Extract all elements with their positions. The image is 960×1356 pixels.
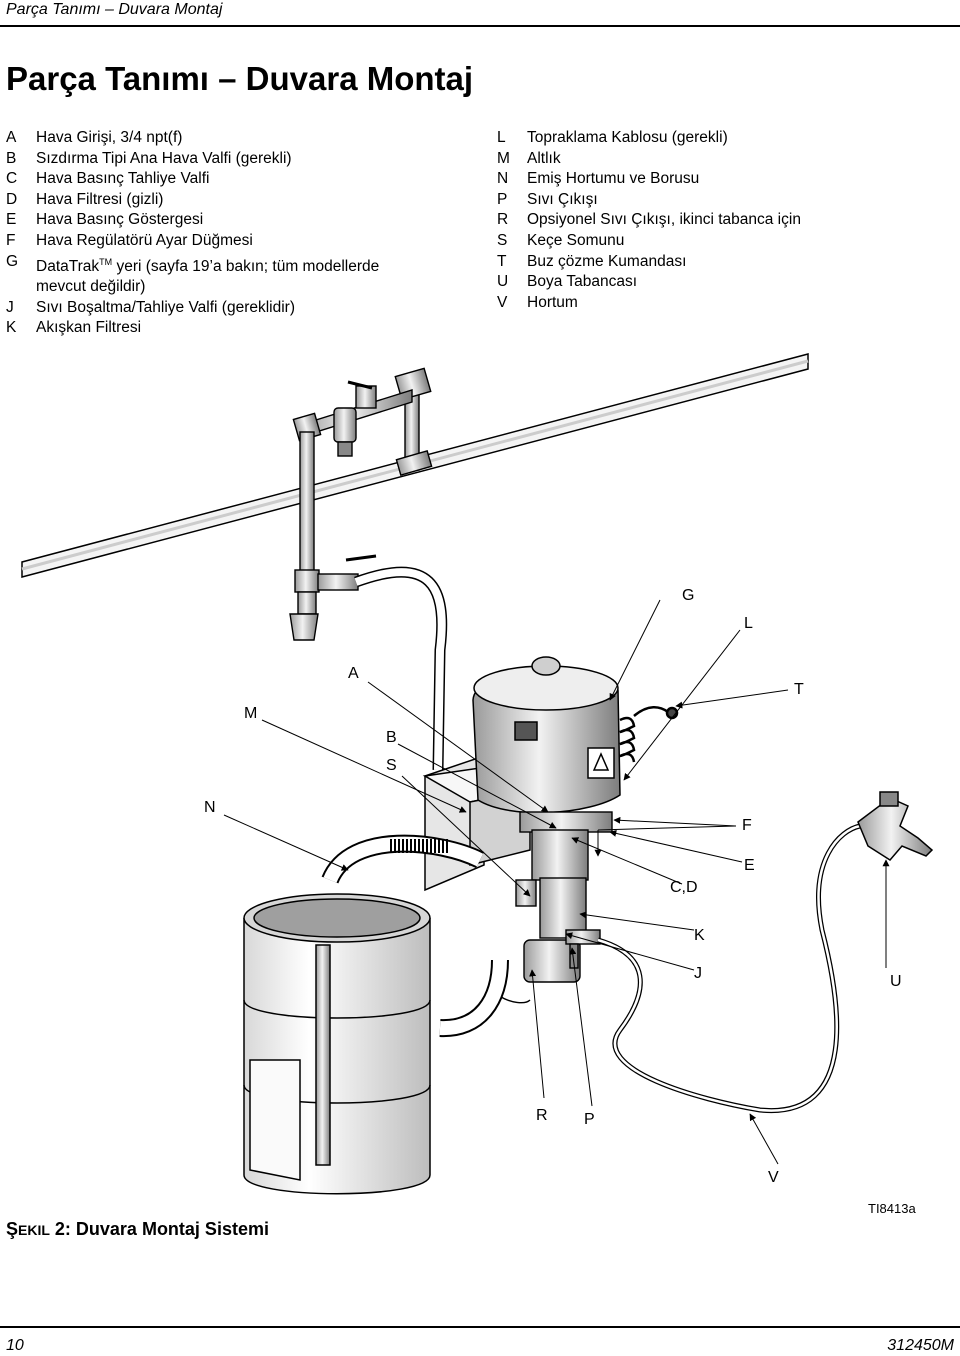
- callout-s: S: [386, 757, 397, 774]
- legend-desc: Altlık: [527, 149, 561, 167]
- doc-number: 312450M: [887, 1337, 954, 1354]
- legend-key: U: [497, 273, 509, 291]
- legend-item-e: E Hava Basınç Göstergesi: [6, 210, 476, 231]
- legend-desc: Boya Tabancası: [527, 273, 638, 291]
- legend-desc-part: DataTrak: [36, 257, 100, 275]
- footer-rule: [0, 1326, 960, 1328]
- suction-hose: [321, 834, 509, 1038]
- running-header: Parça Tanımı – Duvara Montaj: [6, 1, 223, 18]
- callout-u: U: [890, 973, 902, 990]
- legend-item-a: A Hava Girişi, 3/4 npt(f): [6, 128, 476, 149]
- callout-f: F: [742, 817, 752, 834]
- legend-key: P: [497, 190, 508, 208]
- legend-item-f: F Hava Regülatörü Ayar Düğmesi: [6, 231, 476, 252]
- legend-item-k: K Akışkan Filtresi: [6, 318, 476, 339]
- legend-key: V: [497, 293, 508, 311]
- legend-desc: Sızdırma Tipi Ana Hava Valfi (gerekli): [36, 149, 292, 167]
- legend-key: G: [6, 252, 19, 270]
- callout-b: B: [386, 729, 397, 746]
- legend-item-l: L Topraklama Kablosu (gerekli): [497, 128, 957, 149]
- callout-l: L: [744, 615, 753, 632]
- legend-item-t: T Buz çözme Kumandası: [497, 252, 957, 273]
- legend-key: M: [497, 149, 510, 167]
- legend-desc: DataTrakTM yeri (sayfa 19’a bakın; tüm m…: [36, 252, 476, 298]
- legend-key: A: [6, 129, 17, 146]
- legend-desc: Sıvı Çıkışı: [527, 190, 598, 208]
- callout-c-d: C,D: [670, 879, 698, 896]
- legend-desc-part: yeri (sayfa 19’a bakın; tüm modellerde: [112, 257, 380, 275]
- header-rule: [0, 25, 960, 27]
- callout-m: M: [244, 705, 257, 722]
- legend-key: R: [497, 211, 509, 229]
- legend-item-p: P Sıvı Çıkışı: [497, 190, 957, 211]
- legend-desc: Emiş Hortumu ve Borusu: [527, 170, 700, 188]
- legend-key: T: [497, 252, 507, 270]
- callout-t: T: [794, 681, 804, 698]
- legend-desc: Sıvı Boşaltma/Tahliye Valfi (gereklidir): [36, 298, 295, 316]
- wall-mount-system-figure: G L A T M B S N F E C,D K J U R P V: [21, 353, 934, 1195]
- legend-key: S: [497, 231, 508, 249]
- legend-desc-part: mevcut değildir): [36, 278, 146, 296]
- legend-item-r: R Opsiyonel Sıvı Çıkışı, ikinci tabanca i…: [497, 210, 957, 231]
- legend-key: E: [6, 211, 17, 229]
- legend-key: F: [6, 231, 16, 249]
- legend-item-u: U Boya Tabancası: [497, 272, 957, 293]
- legend-key: N: [497, 170, 509, 188]
- legend-item-j: J Sıvı Boşaltma/Tahliye Valfi (gereklidir…: [6, 298, 476, 319]
- legend-desc: Opsiyonel Sıvı Çıkışı, ikinci tabanca iç…: [527, 211, 801, 229]
- spray-gun: [857, 791, 934, 861]
- legend-key: K: [6, 319, 17, 337]
- callout-labels: G L A T M B S N F E C,D K J U R P V: [204, 587, 902, 1186]
- trademark-mark: TM: [99, 256, 113, 267]
- legend-desc: Hava Girişi, 3/4 npt(f): [36, 129, 183, 146]
- legend-key: B: [6, 149, 17, 167]
- legend-desc: Hava Basınç Göstergesi: [36, 211, 204, 229]
- callout-k: K: [694, 927, 705, 944]
- figure-id: TI8413a: [868, 1201, 916, 1216]
- pump-motor: [472, 656, 621, 814]
- callout-e: E: [744, 857, 755, 874]
- page-number: 10: [6, 1337, 24, 1354]
- callout-p: P: [584, 1111, 595, 1128]
- fluid-hose: [597, 823, 861, 1113]
- legend-key: L: [497, 129, 506, 146]
- legend-desc: Topraklama Kablosu (gerekli): [527, 129, 728, 146]
- figure-caption: ŞEKIL 2: Duvara Montaj Sistemi: [6, 1219, 269, 1240]
- page-title: Parça Tanımı – Duvara Montaj: [6, 60, 474, 97]
- legend-desc: Akışkan Filtresi: [36, 319, 142, 337]
- air-drop-assembly: [289, 367, 433, 641]
- caption-prefix: Ş: [6, 1219, 19, 1239]
- paint-drum: [243, 893, 431, 1195]
- callout-v: V: [768, 1169, 779, 1186]
- callout-leaders: [223, 599, 890, 1165]
- legend-item-s: S Keçe Somunu: [497, 231, 957, 252]
- legend-desc: Hava Regülatörü Ayar Düğmesi: [36, 231, 253, 249]
- legend-item-n: N Emiş Hortumu ve Borusu: [497, 169, 957, 190]
- legend-item-m: M Altlık: [497, 149, 957, 170]
- legend-item-g: G DataTrakTM yeri (sayfa 19’a bakın; tüm …: [6, 252, 476, 298]
- callout-j: J: [694, 965, 702, 982]
- callout-g: G: [682, 587, 694, 604]
- air-hose: [354, 566, 448, 771]
- deicer-coil: [619, 706, 679, 763]
- callout-n: N: [204, 799, 216, 816]
- callout-r: R: [536, 1107, 548, 1124]
- legend-desc: Hortum: [527, 293, 578, 311]
- legend-left: A Hava Girişi, 3/4 npt(f) B Sızdırma Tipi …: [6, 128, 476, 339]
- legend-item-d: D Hava Filtresi (gizli): [6, 190, 476, 211]
- legend-desc: Buz çözme Kumandası: [527, 252, 687, 270]
- legend-item-b: B Sızdırma Tipi Ana Hava Valfi (gerekli): [6, 149, 476, 170]
- caption-prefix-smallcaps: EKIL: [18, 1222, 50, 1238]
- legend-item-v: V Hortum: [497, 293, 957, 314]
- legend-desc: Keçe Somunu: [527, 231, 625, 249]
- legend-key: C: [6, 170, 18, 188]
- legend-key: D: [6, 190, 18, 208]
- legend-item-c: C Hava Basınç Tahliye Valfi: [6, 169, 476, 190]
- legend-desc: Hava Basınç Tahliye Valfi: [36, 170, 210, 188]
- caption-text: 2: Duvara Montaj Sistemi: [49, 1219, 269, 1239]
- legend-key: J: [6, 298, 14, 316]
- callout-a: A: [348, 665, 359, 682]
- legend-desc: Hava Filtresi (gizli): [36, 190, 164, 208]
